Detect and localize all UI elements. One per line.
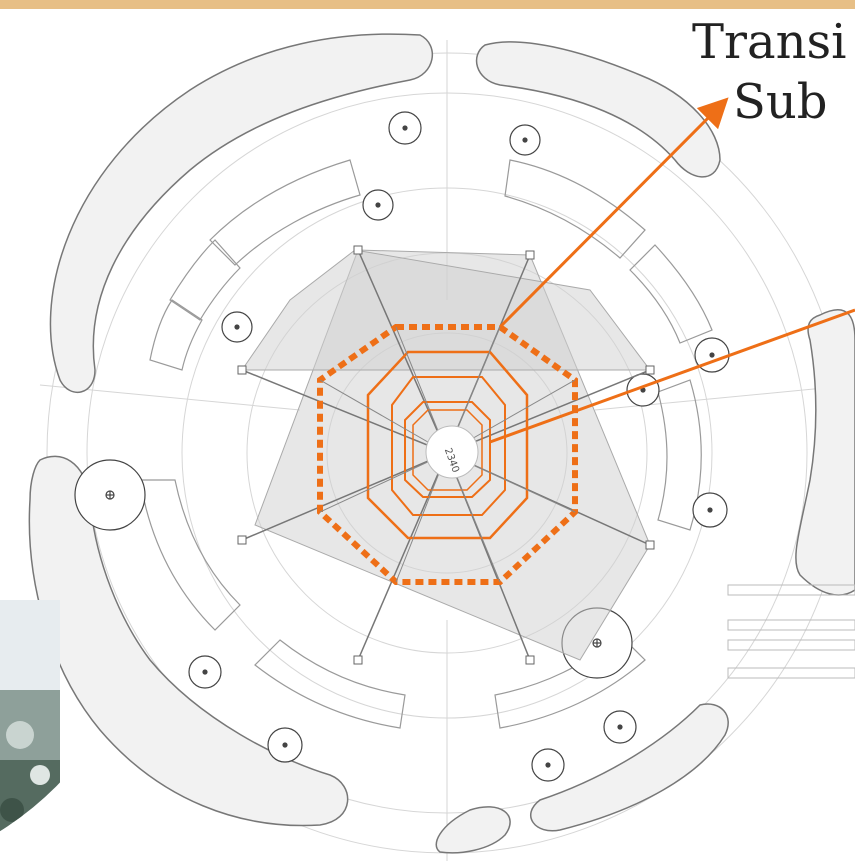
tree-icon <box>74 459 146 531</box>
core-octagon <box>404 401 491 498</box>
tree-icon <box>388 111 422 145</box>
header-strip <box>0 0 855 9</box>
right-bars <box>727 584 855 679</box>
anchor-points <box>237 245 655 665</box>
arrow-icon <box>498 97 729 329</box>
callout-label-line1: Transi <box>692 14 847 70</box>
middle-octagon <box>366 350 529 540</box>
tree-icon <box>509 124 541 156</box>
tree-icon <box>221 311 253 343</box>
hedge-beds <box>28 33 855 854</box>
inner-octagon <box>391 376 506 516</box>
tree-icon <box>531 748 565 782</box>
tree-icon <box>362 189 394 221</box>
tree-icon <box>692 492 728 528</box>
callout-label-line2: Sub <box>733 74 828 130</box>
tree-icon <box>267 727 303 763</box>
tree-icon <box>188 655 222 689</box>
seating-blocks <box>139 159 713 729</box>
callout-arrows <box>489 97 855 444</box>
tree-icon <box>603 710 637 744</box>
photo-thumbnail <box>0 600 60 861</box>
arrow-icon <box>489 308 855 444</box>
tree-icon <box>626 373 660 407</box>
